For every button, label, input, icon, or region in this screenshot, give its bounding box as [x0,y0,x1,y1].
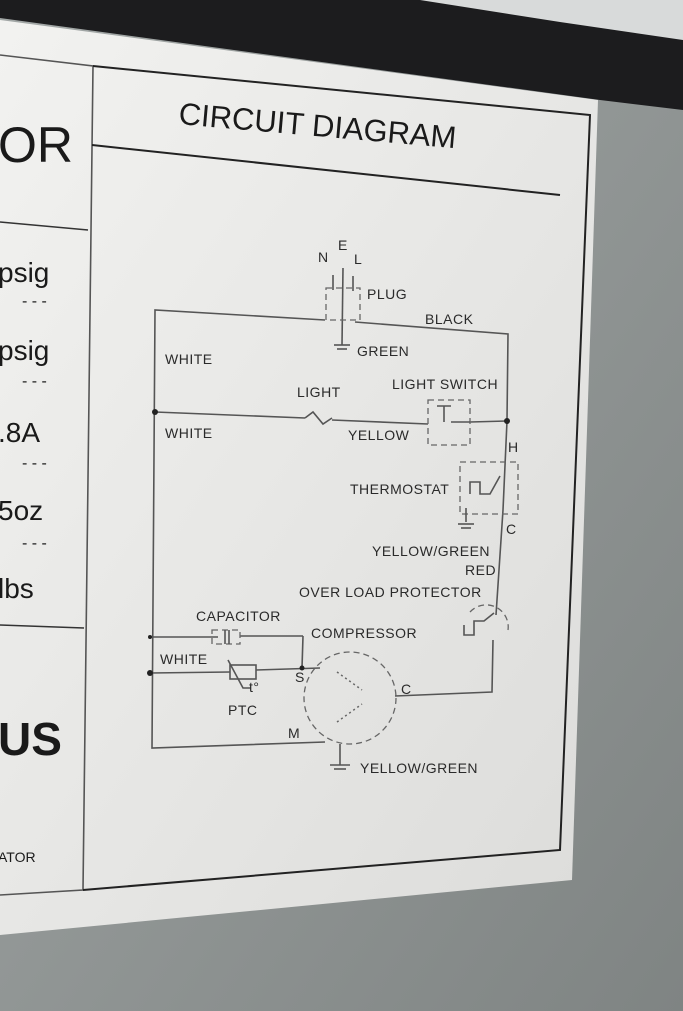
compressor-symbol [303,651,397,770]
separator: - - - [22,455,47,472]
spec-row: psig [0,257,49,288]
pin-l: L [354,251,362,267]
label-c-thermostat: C [506,521,517,537]
thermostat-symbol [458,461,519,529]
pin-n: N [318,249,329,265]
light-bulb-symbol [304,410,333,426]
label-yellow-green: YELLOW/GREEN [372,543,490,559]
left-title-fragment: OR [0,117,73,173]
label-red: RED [465,562,496,578]
label-t: t° [249,679,260,695]
top-bar [0,0,683,110]
label-compressor: COMPRESSOR [311,625,417,641]
ptc-symbol [227,659,257,689]
label-light: LIGHT [297,384,341,400]
separator: - - - [22,535,47,552]
label-overload-protector: OVER LOAD PROTECTOR [299,584,482,600]
label-capacitor: CAPACITOR [196,608,281,624]
separator: - - - [22,373,47,390]
label-green: GREEN [357,343,409,359]
left-spec-panel: OR psig - - - psig - - - .8A - - - 5oz -… [0,54,94,896]
label-white-mid: WHITE [165,425,213,441]
label-thermostat: THERMOSTAT [350,481,449,497]
label-black: BLACK [425,311,474,327]
label-white-bottom: WHITE [160,651,208,667]
spec-row: lbs [0,573,34,604]
footer-fragment: ATOR [0,849,36,865]
spec-row: .8A [0,417,40,448]
label-sticker [0,20,598,935]
light-switch-symbol [427,399,471,446]
spec-row: 5oz [0,495,43,526]
brand-fragment: US [0,713,62,765]
label-ptc: PTC [228,702,258,718]
separator: - - - [22,293,47,310]
plug-symbol [325,267,361,350]
label-m: M [288,725,300,741]
label-c-compressor: C [401,681,412,697]
label-yellow-green-ground: YELLOW/GREEN [360,760,478,776]
wiring [147,309,510,749]
label-yellow: YELLOW [348,427,410,443]
label-s: S [295,669,305,685]
spec-row: psig [0,335,49,366]
capacitor-symbol [211,629,241,645]
label-light-switch: LIGHT SWITCH [392,376,498,392]
label-white-top: WHITE [165,351,213,367]
label-plug: PLUG [367,286,407,302]
pin-e: E [338,237,348,253]
label-h: H [508,439,519,455]
overload-protector-symbol [463,604,509,636]
